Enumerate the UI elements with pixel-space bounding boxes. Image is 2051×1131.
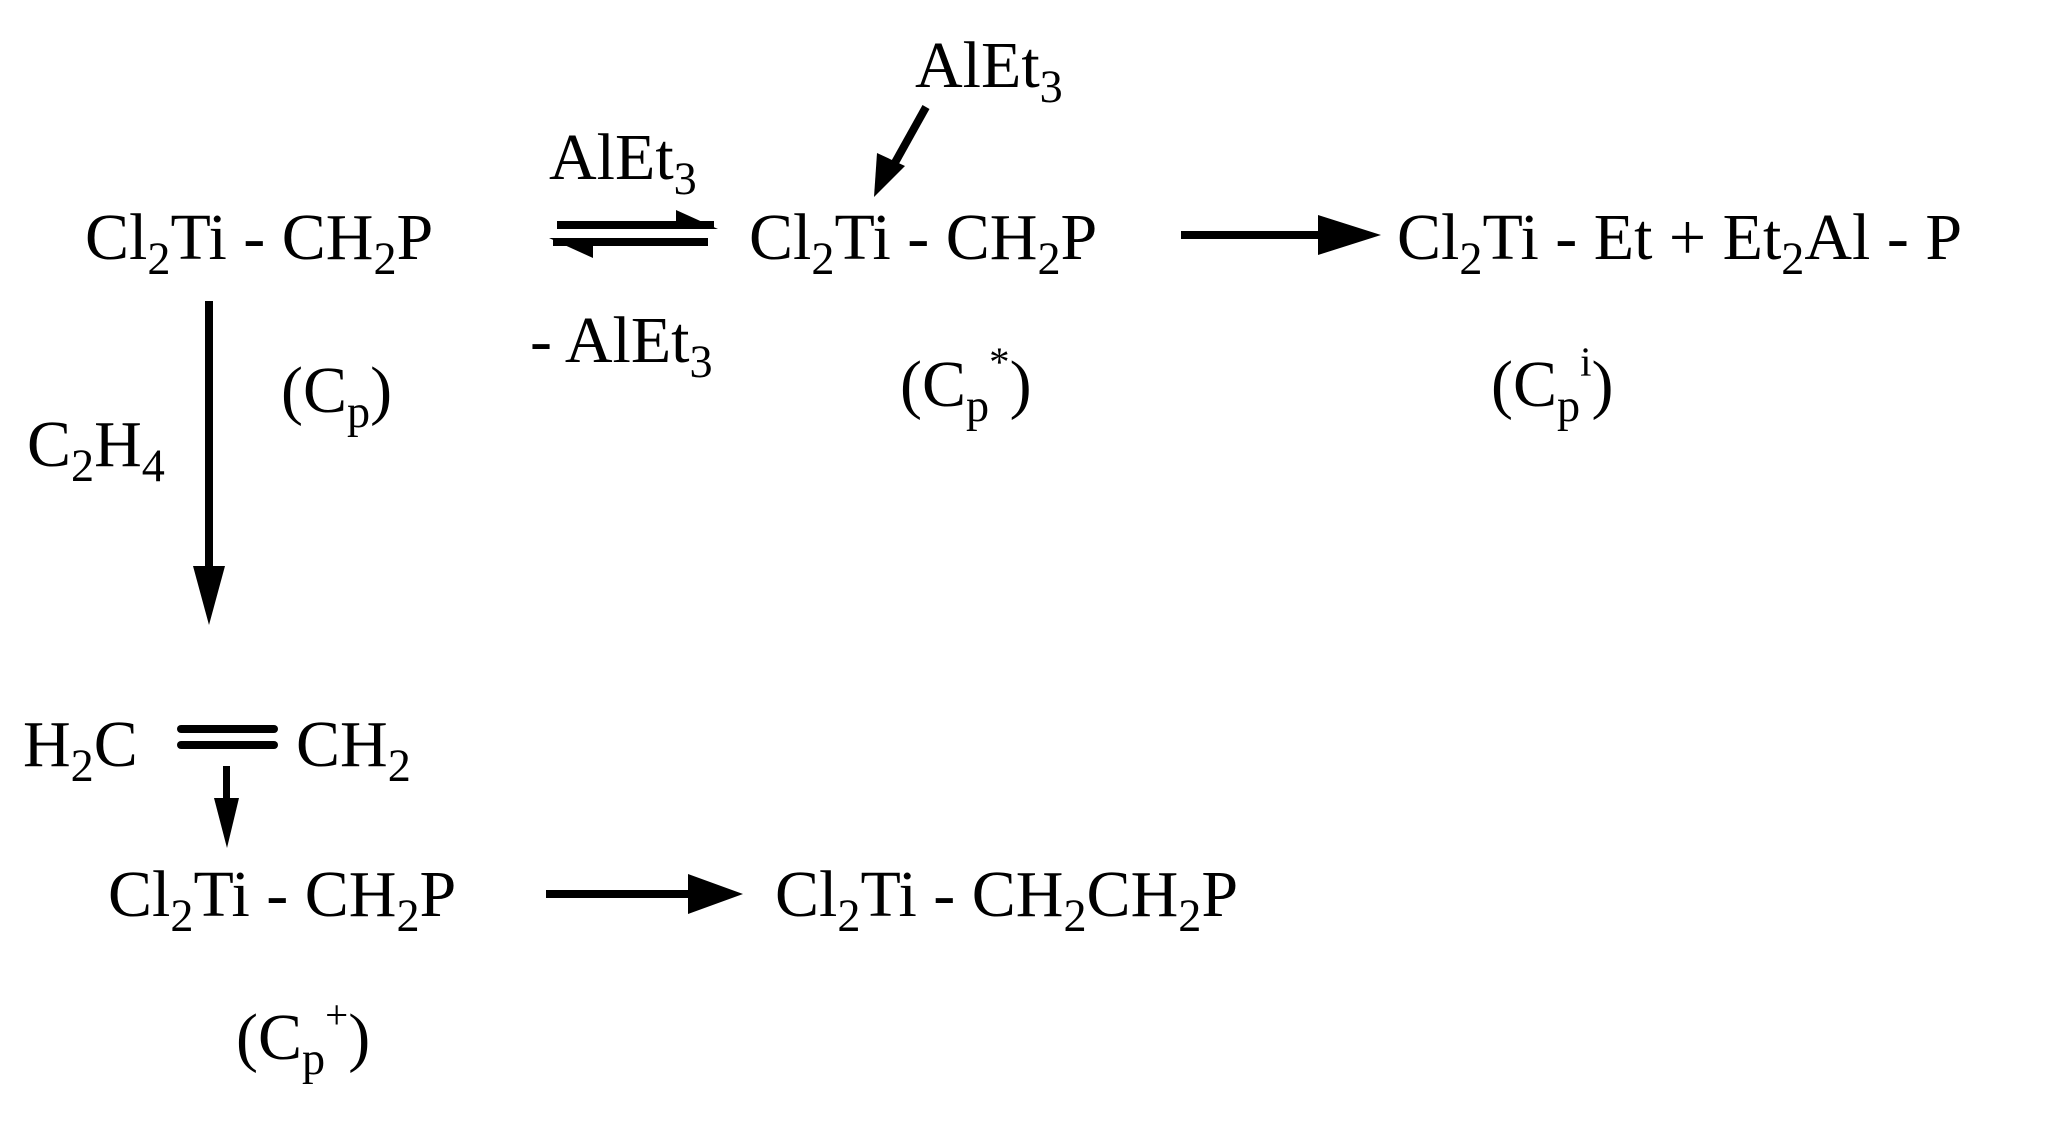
formula-subscript: 2 xyxy=(1063,889,1087,941)
equilibrium-reverse-arrow xyxy=(549,238,708,258)
formula-subscript: 2 xyxy=(396,889,420,941)
formula-subscript: 2 xyxy=(147,232,171,284)
label-subscript: p xyxy=(966,379,990,431)
reagent-subscript: 3 xyxy=(1039,60,1063,112)
formula-part: Cl xyxy=(749,201,812,274)
formula-subscript: 2 xyxy=(387,739,411,791)
paren-close: ) xyxy=(1591,348,1614,421)
label-cp-i: (Cpi) xyxy=(1491,341,1613,428)
formula-part: P xyxy=(1201,858,1239,931)
reverse-reagent-alet3: - AlEt3 xyxy=(530,308,713,385)
formula-part: P xyxy=(396,201,434,274)
label-base: C xyxy=(1512,348,1558,421)
formula-subscript: 2 xyxy=(837,889,861,941)
formula-subscript: 2 xyxy=(70,739,94,791)
formula-part: C xyxy=(93,708,138,781)
formula-part: P xyxy=(419,858,457,931)
formula-part: Cl xyxy=(1397,201,1460,274)
olefin-right: CH2 xyxy=(296,712,411,789)
double-bond xyxy=(177,725,278,749)
forward-reagent-alet3: AlEt3 xyxy=(549,125,697,202)
reagent-subscript: 3 xyxy=(673,152,697,204)
reactant-formula: Cl2Ti - CH2P xyxy=(85,205,433,282)
formula-subscript: 2 xyxy=(373,232,397,284)
formula-subscript: 2 xyxy=(170,889,194,941)
label-base: C xyxy=(302,354,348,427)
formula-part: Cl xyxy=(108,858,171,931)
reagent-text: H xyxy=(94,408,142,481)
ethylene-insertion-arrow xyxy=(193,301,225,625)
formula-part: CH xyxy=(1086,858,1179,931)
complex-formula: Cl2Ti - CH2P xyxy=(108,862,456,939)
intermediate-formula: Cl2Ti - CH2P xyxy=(749,205,1097,282)
olefin-left: H2C xyxy=(23,712,138,789)
reagent-text: AlEt xyxy=(915,29,1040,102)
paren-open: ( xyxy=(900,348,922,421)
ethylene-reagent: C2H4 xyxy=(27,412,165,489)
formula-part: Ti - Et + Et xyxy=(1482,201,1782,274)
formula-subscript: 2 xyxy=(1459,232,1483,284)
row2-product-formula: Cl2Ti - CH2CH2P xyxy=(775,862,1238,939)
coordination-arrow xyxy=(214,766,239,848)
reagent-subscript: 4 xyxy=(141,439,165,491)
formula-subscript: 2 xyxy=(1781,232,1805,284)
formula-part: Ti - CH xyxy=(170,201,374,274)
formula-subscript: 2 xyxy=(811,232,835,284)
reagent-subscript: 3 xyxy=(689,335,713,387)
label-base: C xyxy=(257,1001,303,1074)
propagation-arrow xyxy=(546,874,743,914)
formula-part: P xyxy=(1060,201,1098,274)
formula-part: Al - P xyxy=(1804,201,1963,274)
formula-part: CH xyxy=(296,708,388,781)
label-subscript: p xyxy=(347,385,371,437)
formula-part: Ti - CH xyxy=(193,858,397,931)
alet3-attack-arrow xyxy=(874,105,930,197)
label-superscript: + xyxy=(325,992,349,1038)
paren-close: ) xyxy=(370,354,393,427)
reagent-subscript: 2 xyxy=(71,439,95,491)
label-cp: (Cp) xyxy=(281,358,392,435)
reagent-text: AlEt xyxy=(549,121,674,194)
label-cp-star: (Cp*) xyxy=(900,341,1032,428)
label-subscript: p xyxy=(1557,379,1581,431)
label-superscript: * xyxy=(989,339,1010,385)
label-base: C xyxy=(921,348,967,421)
reagent-text: C xyxy=(27,408,72,481)
paren-open: ( xyxy=(1491,348,1513,421)
formula-part: H xyxy=(23,708,71,781)
paren-close: ) xyxy=(1009,348,1032,421)
product-formula: Cl2Ti - Et + Et2Al - P xyxy=(1397,205,1962,282)
paren-open: ( xyxy=(236,1001,258,1074)
formula-part: Ti - CH xyxy=(834,201,1038,274)
paren-open: ( xyxy=(281,354,303,427)
attacking-reagent-alet3: AlEt3 xyxy=(915,33,1063,110)
formula-subscript: 2 xyxy=(1037,232,1061,284)
reagent-text: - AlEt xyxy=(530,304,690,377)
formula-part: Ti - CH xyxy=(860,858,1064,931)
equilibrium-forward-arrow xyxy=(557,210,718,229)
formula-subscript: 2 xyxy=(1178,889,1202,941)
chain-transfer-arrow xyxy=(1181,215,1381,255)
paren-close: ) xyxy=(348,1001,371,1074)
label-subscript: p xyxy=(302,1032,326,1084)
label-superscript: i xyxy=(1580,339,1592,385)
label-cp-plus: (Cp+) xyxy=(236,994,370,1081)
formula-part: Cl xyxy=(775,858,838,931)
formula-part: Cl xyxy=(85,201,148,274)
